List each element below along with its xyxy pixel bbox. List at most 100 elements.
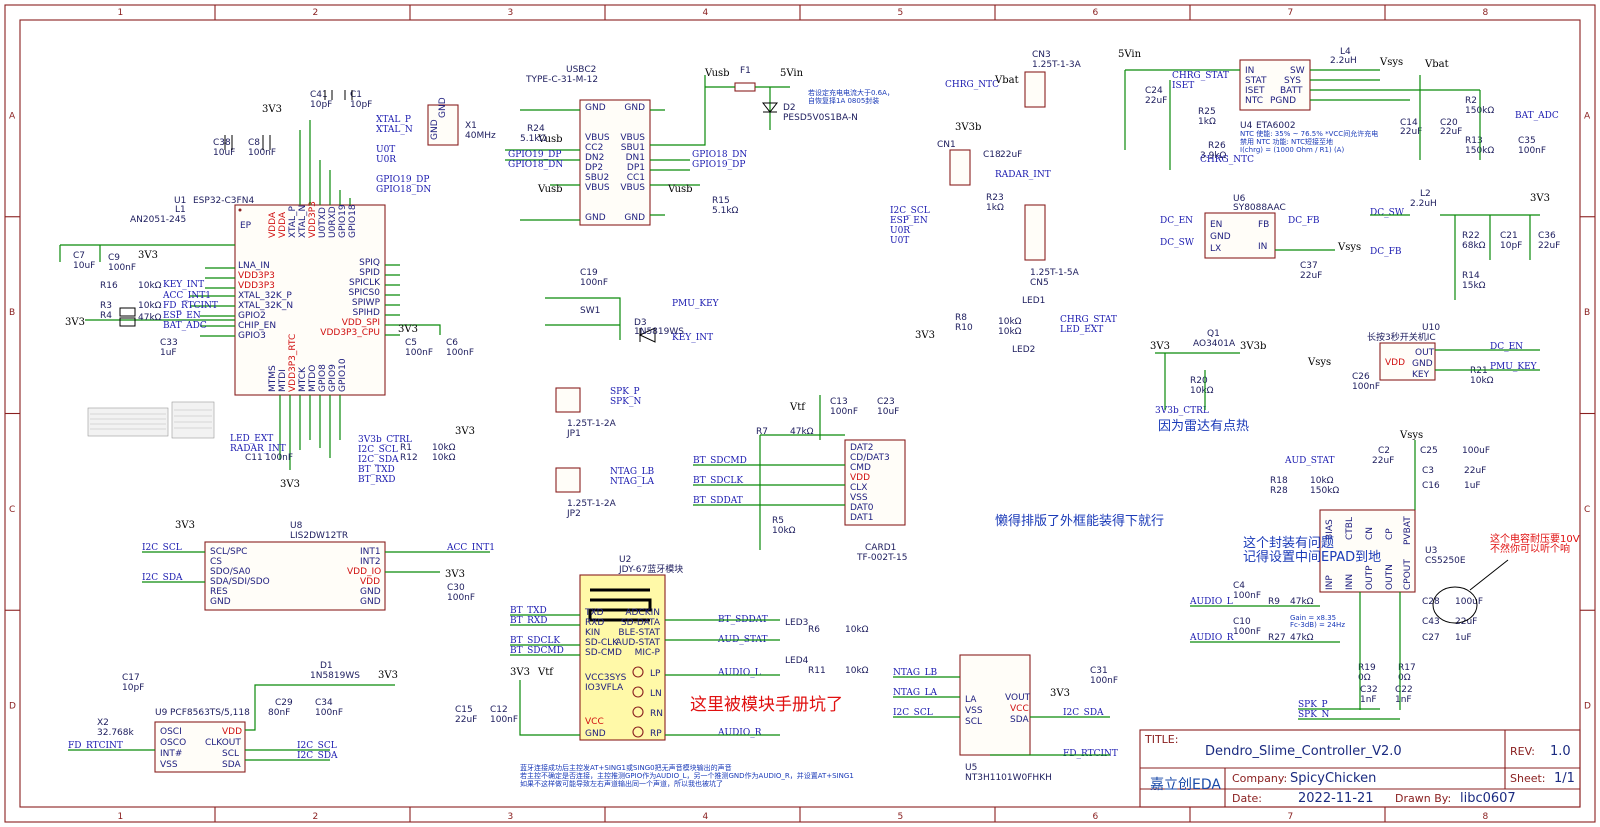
svg-text:R23: R23 xyxy=(986,193,1004,203)
d2-ref: D2 xyxy=(783,103,796,113)
svg-text:R28: R28 xyxy=(1270,486,1288,496)
svg-text:LED4: LED4 xyxy=(785,656,809,666)
svg-text:R19: R19 xyxy=(1358,663,1376,673)
note-epad2: 记得设置中间EPAD到地 xyxy=(1243,549,1381,565)
svg-text:1uF: 1uF xyxy=(1455,633,1472,643)
svg-text:SDA: SDA xyxy=(222,760,241,770)
frame-col-bottom: 2 xyxy=(313,812,319,822)
svg-text:10pF: 10pF xyxy=(350,100,372,110)
svg-text:BT_TXD: BT_TXD xyxy=(358,465,395,475)
mcu-pin-left: GPIO3 xyxy=(238,331,266,341)
svg-text:I2C_SCL: I2C_SCL xyxy=(142,543,182,553)
svg-text:SW: SW xyxy=(1290,66,1305,76)
svg-text:VDD_IO: VDD_IO xyxy=(347,567,381,577)
svg-text:BT_RXD: BT_RXD xyxy=(510,616,548,626)
svg-text:CHRG_NTC: CHRG_NTC xyxy=(1200,155,1254,165)
u6-val: SY8088AAC xyxy=(1233,203,1286,213)
svg-text:NTAG_LB: NTAG_LB xyxy=(610,467,655,477)
svg-text:BT_SDDAT: BT_SDDAT xyxy=(693,496,743,506)
svg-text:Vusb: Vusb xyxy=(537,184,563,195)
bt-pin-right: BLE-STAT xyxy=(618,628,660,638)
svg-text:VOUT: VOUT xyxy=(1005,693,1031,703)
mcu-pin-bottom: GPIO8 xyxy=(318,364,328,392)
svg-text:100nF: 100nF xyxy=(405,348,433,358)
svg-text:BT_SDCLK: BT_SDCLK xyxy=(510,636,560,646)
cn5-ref: CN5 xyxy=(1030,278,1049,288)
svg-text:100nF: 100nF xyxy=(1233,591,1261,601)
svg-text:C29: C29 xyxy=(275,698,293,708)
svg-text:5Vin: 5Vin xyxy=(1118,49,1142,60)
company-label: Company: xyxy=(1232,772,1287,785)
svg-text:22uF: 22uF xyxy=(1440,127,1462,137)
bt-pad xyxy=(632,666,644,678)
svg-text:INN: INN xyxy=(1345,574,1355,590)
mcu-wires xyxy=(59,120,441,470)
svg-text:1uF: 1uF xyxy=(1464,481,1481,491)
svg-text:100nF: 100nF xyxy=(1352,382,1380,392)
svg-text:SCL/SPC: SCL/SPC xyxy=(210,547,247,557)
svg-text:100nF: 100nF xyxy=(447,593,475,603)
svg-text:C31: C31 xyxy=(1090,666,1108,676)
svg-text:KEY: KEY xyxy=(1412,370,1430,380)
svg-text:I2C_SDA: I2C_SDA xyxy=(297,751,338,761)
svg-text:U0T: U0T xyxy=(890,236,909,246)
jp1-val: 1.25T-1-2A xyxy=(567,419,617,429)
svg-text:10uF: 10uF xyxy=(213,148,235,158)
thumbnail-table xyxy=(87,401,215,439)
svg-text:1nF: 1nF xyxy=(1360,695,1377,705)
svg-text:IN: IN xyxy=(1245,66,1254,76)
svg-text:C3: C3 xyxy=(1422,466,1434,476)
svg-text:3V3: 3V3 xyxy=(280,479,300,490)
svg-text:22uF: 22uF xyxy=(455,715,477,725)
note-frame: 懒得排版了外框能装得下就行 xyxy=(995,513,1164,529)
svg-text:2.2uH: 2.2uH xyxy=(1410,199,1437,209)
svg-text:100nF: 100nF xyxy=(446,348,474,358)
frame-row-right: D xyxy=(1584,702,1591,712)
svg-text:0Ω: 0Ω xyxy=(1358,673,1371,683)
svg-text:BT_SDCLK: BT_SDCLK xyxy=(693,476,743,486)
svg-text:CS: CS xyxy=(210,557,222,567)
bt-pad xyxy=(632,706,644,718)
svg-text:10kΩ: 10kΩ xyxy=(1190,386,1214,396)
bt-pad-label: LP xyxy=(650,669,661,679)
svg-text:GND: GND xyxy=(360,587,381,597)
svg-text:OSCO: OSCO xyxy=(160,738,186,748)
svg-text:EN: EN xyxy=(1210,220,1222,230)
bt-pin-left: RXD xyxy=(585,618,604,628)
svg-text:GPIO18_DN: GPIO18_DN xyxy=(376,185,431,195)
svg-text:VCC3SYS: VCC3SYS xyxy=(585,673,627,683)
svg-text:Vtf: Vtf xyxy=(537,667,554,678)
svg-text:5Vin: 5Vin xyxy=(780,68,804,79)
svg-text:Vbat: Vbat xyxy=(1424,59,1449,70)
mcu-pin-right: SPIQ xyxy=(359,258,380,268)
svg-text:SDA/SDI/SDO: SDA/SDI/SDO xyxy=(210,577,270,587)
svg-text:1kΩ: 1kΩ xyxy=(986,203,1004,213)
connector-cn3: CN3 1.25T-1-3A CHRG_NTC Vbat xyxy=(945,50,1082,108)
u4-note2: 禁用 NTC 功能: NTC短接至地 xyxy=(1240,137,1333,146)
svg-text:U0T: U0T xyxy=(376,145,395,155)
svg-text:R6: R6 xyxy=(808,625,820,635)
u8-val: LIS2DW12TR xyxy=(290,531,348,541)
svg-text:I2C_SDA: I2C_SDA xyxy=(358,455,399,465)
svg-text:LED_EXT: LED_EXT xyxy=(230,434,273,444)
usb-pin-right: CC1 xyxy=(627,173,645,183)
svg-text:BT_SDCMD: BT_SDCMD xyxy=(510,646,564,656)
svg-text:SDO/SA0: SDO/SA0 xyxy=(210,567,251,577)
mcu-ref: U1 xyxy=(174,196,186,206)
svg-text:Vtf: Vtf xyxy=(789,402,806,413)
svg-text:ISET: ISET xyxy=(1172,81,1194,91)
svg-text:C11: C11 xyxy=(245,453,263,463)
note-epad1: 这个封装有问题 xyxy=(1243,535,1334,551)
svg-text:SDA: SDA xyxy=(1010,715,1029,725)
svg-text:100nF: 100nF xyxy=(108,263,136,273)
svg-text:C10: C10 xyxy=(1233,617,1251,627)
svg-text:22uF: 22uF xyxy=(1455,617,1477,627)
svg-text:10uF: 10uF xyxy=(877,407,899,417)
svg-text:22uF: 22uF xyxy=(1145,96,1167,106)
svg-text:100nF: 100nF xyxy=(1518,146,1546,156)
usb-pin-left: GND xyxy=(585,213,606,223)
amp-u3: INP INN OUTP OUTN CPOUT BIAS CTBL CN CP … xyxy=(1189,430,1509,720)
svg-text:R4: R4 xyxy=(100,311,112,321)
